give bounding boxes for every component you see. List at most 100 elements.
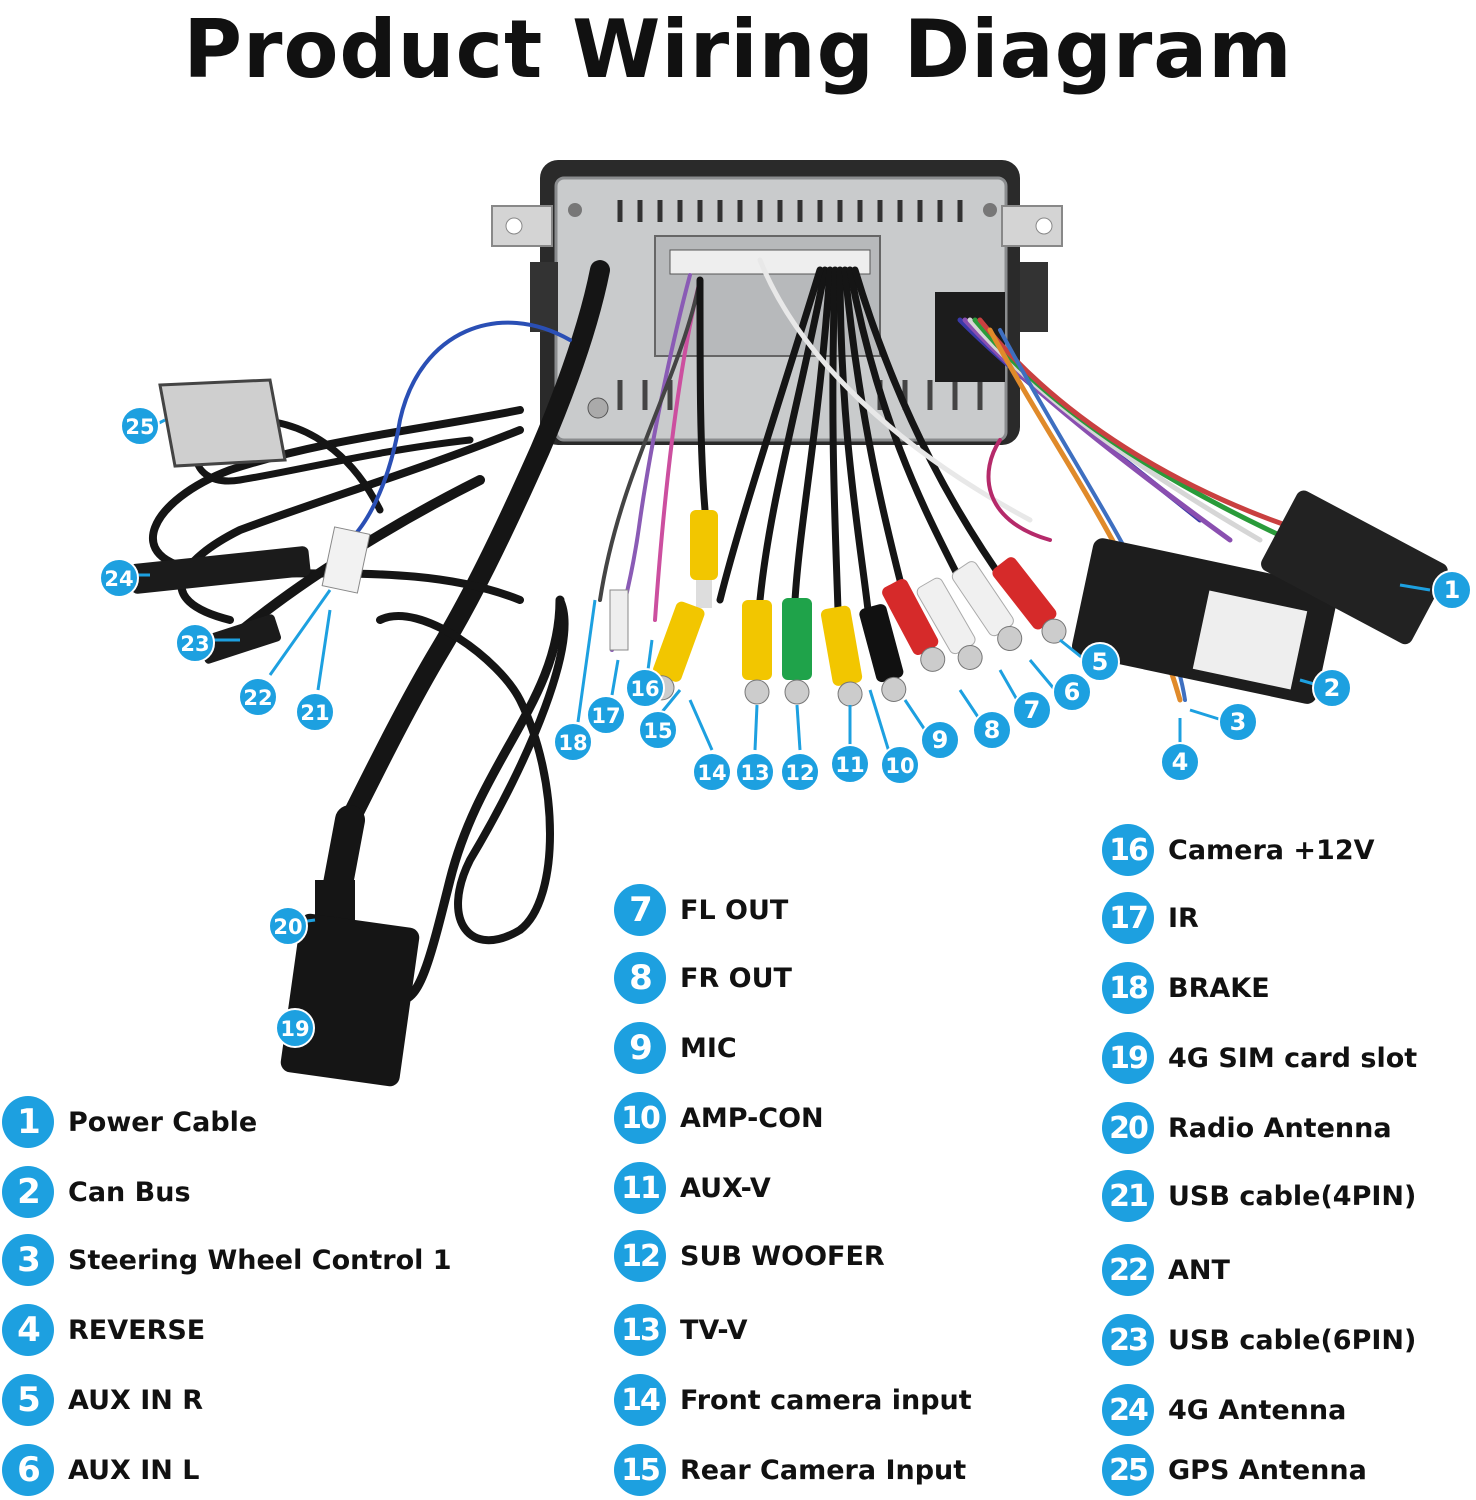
callout-badge-25: 25	[120, 406, 160, 446]
callout-badge-7: 7	[1012, 690, 1052, 730]
legend-item-17: 17 IR	[1102, 890, 1199, 946]
callout-badge-number: 20	[273, 915, 302, 939]
legend-badge: 16	[1102, 824, 1154, 876]
callout-badge-circle	[880, 745, 920, 785]
callout-badge-circle	[638, 710, 678, 750]
legend-badge: 5	[2, 1374, 54, 1426]
legend-item-5: 5 AUX IN R	[2, 1372, 203, 1428]
legend-badge: 18	[1102, 962, 1154, 1014]
callout-badge-14: 14	[692, 752, 732, 792]
callout-badge-18: 18	[553, 722, 593, 762]
callout-badge-6: 6	[1052, 672, 1092, 712]
callout-badge-15: 15	[638, 710, 678, 750]
legend-badge: 2	[2, 1166, 54, 1218]
callout-badge-number: 3	[1230, 708, 1247, 736]
callout-badge-12: 12	[780, 752, 820, 792]
legend-label: USB cable(6PIN)	[1168, 1324, 1417, 1356]
legend-label: FR OUT	[680, 962, 792, 994]
callout-badge-circle	[830, 744, 870, 784]
legend-badge: 25	[1102, 1444, 1154, 1496]
legend-item-4: 4 REVERSE	[2, 1302, 205, 1358]
legend-badge: 17	[1102, 892, 1154, 944]
legend-label: AUX IN L	[68, 1454, 200, 1486]
legend-badge: 24	[1102, 1384, 1154, 1436]
cable-bundles	[129, 257, 1448, 1087]
legend-badge: 4	[2, 1304, 54, 1356]
legend-badge: 8	[614, 952, 666, 1004]
callout-badge-number: 21	[300, 701, 329, 725]
legend-item-23: 23 USB cable(6PIN)	[1102, 1312, 1416, 1368]
legend-item-18: 18 BRAKE	[1102, 960, 1270, 1016]
legend-label: AUX IN R	[68, 1384, 204, 1416]
callout-badge-number: 17	[591, 704, 620, 728]
callout-badge-number: 5	[1092, 648, 1109, 676]
legend-item-25: 25 GPS Antenna	[1102, 1442, 1367, 1498]
callout-badge-circle	[268, 906, 308, 946]
callout-badge-5: 5	[1080, 642, 1120, 682]
callout-badge-number: 2	[1324, 674, 1341, 702]
legend-label: BRAKE	[1168, 972, 1270, 1004]
callout-badge-4: 4	[1160, 742, 1200, 782]
legend-label: ANT	[1168, 1254, 1230, 1286]
callout-badge-number: 10	[885, 754, 914, 778]
callout-badge-number: 6	[1064, 678, 1081, 706]
callout-badge-circle	[553, 722, 593, 762]
callout-badge-circle	[1160, 742, 1200, 782]
legend-label: SUB WOOFER	[680, 1240, 885, 1272]
callout-badge-number: 7	[1024, 696, 1041, 724]
callout-badge-circle	[238, 677, 278, 717]
callout-badge-number: 16	[630, 677, 659, 701]
callout-badge-number: 9	[932, 726, 949, 754]
legend-label: USB cable(4PIN)	[1168, 1180, 1417, 1212]
callout-badge-19: 19	[275, 1008, 315, 1048]
legend-badge: 13	[614, 1304, 666, 1356]
legend-badge: 14	[614, 1374, 666, 1426]
callout-badge-number: 25	[125, 415, 154, 439]
legend-badge: 15	[614, 1444, 666, 1496]
callout-badge-11: 11	[830, 744, 870, 784]
legend-badge: 9	[614, 1022, 666, 1074]
callout-badge-circle	[99, 558, 139, 598]
callout-badge-circle	[625, 668, 665, 708]
page-title: Product Wiring Diagram	[183, 3, 1293, 96]
callout-badge-number: 13	[740, 761, 769, 785]
callout-badge-number: 12	[785, 761, 814, 785]
legend-badge: 6	[2, 1444, 54, 1496]
legend-label: GPS Antenna	[1168, 1454, 1367, 1486]
legend-item-3: 3 Steering Wheel Control 1	[2, 1232, 452, 1288]
callout-badge-circle	[735, 752, 775, 792]
legend-label: Steering Wheel Control 1	[68, 1244, 452, 1276]
legend-badge: 7	[614, 884, 666, 936]
callout-badge-9: 9	[920, 720, 960, 760]
callout-badge-number: 18	[558, 731, 587, 755]
callout-badge-13: 13	[735, 752, 775, 792]
legend-badge: 1	[2, 1096, 54, 1148]
legend-item-22: 22 ANT	[1102, 1242, 1230, 1298]
callout-badge-number: 1	[1444, 576, 1461, 604]
legend-item-6: 6 AUX IN L	[2, 1442, 199, 1498]
legend-badge: 22	[1102, 1244, 1154, 1296]
callout-badge-circle	[275, 1008, 315, 1048]
legend-badge: 3	[2, 1234, 54, 1286]
callout-badge-circle	[1312, 668, 1352, 708]
callout-badge-17: 17	[586, 695, 626, 735]
legend-label: REVERSE	[68, 1314, 206, 1346]
callout-badge-2: 2	[1312, 668, 1352, 708]
legend-badge: 19	[1102, 1032, 1154, 1084]
callout-badge-circle	[1218, 702, 1258, 742]
callout-badge-10: 10	[880, 745, 920, 785]
legend-badge: 21	[1102, 1170, 1154, 1222]
legend-label: IR	[1168, 902, 1199, 934]
callout-badge-circle	[780, 752, 820, 792]
legend-badge: 23	[1102, 1314, 1154, 1366]
callout-badge-number: 8	[984, 716, 1001, 744]
callout-badge-1: 1	[1432, 570, 1472, 610]
legend-label: MIC	[680, 1032, 737, 1064]
callout-badge-circle	[1432, 570, 1472, 610]
